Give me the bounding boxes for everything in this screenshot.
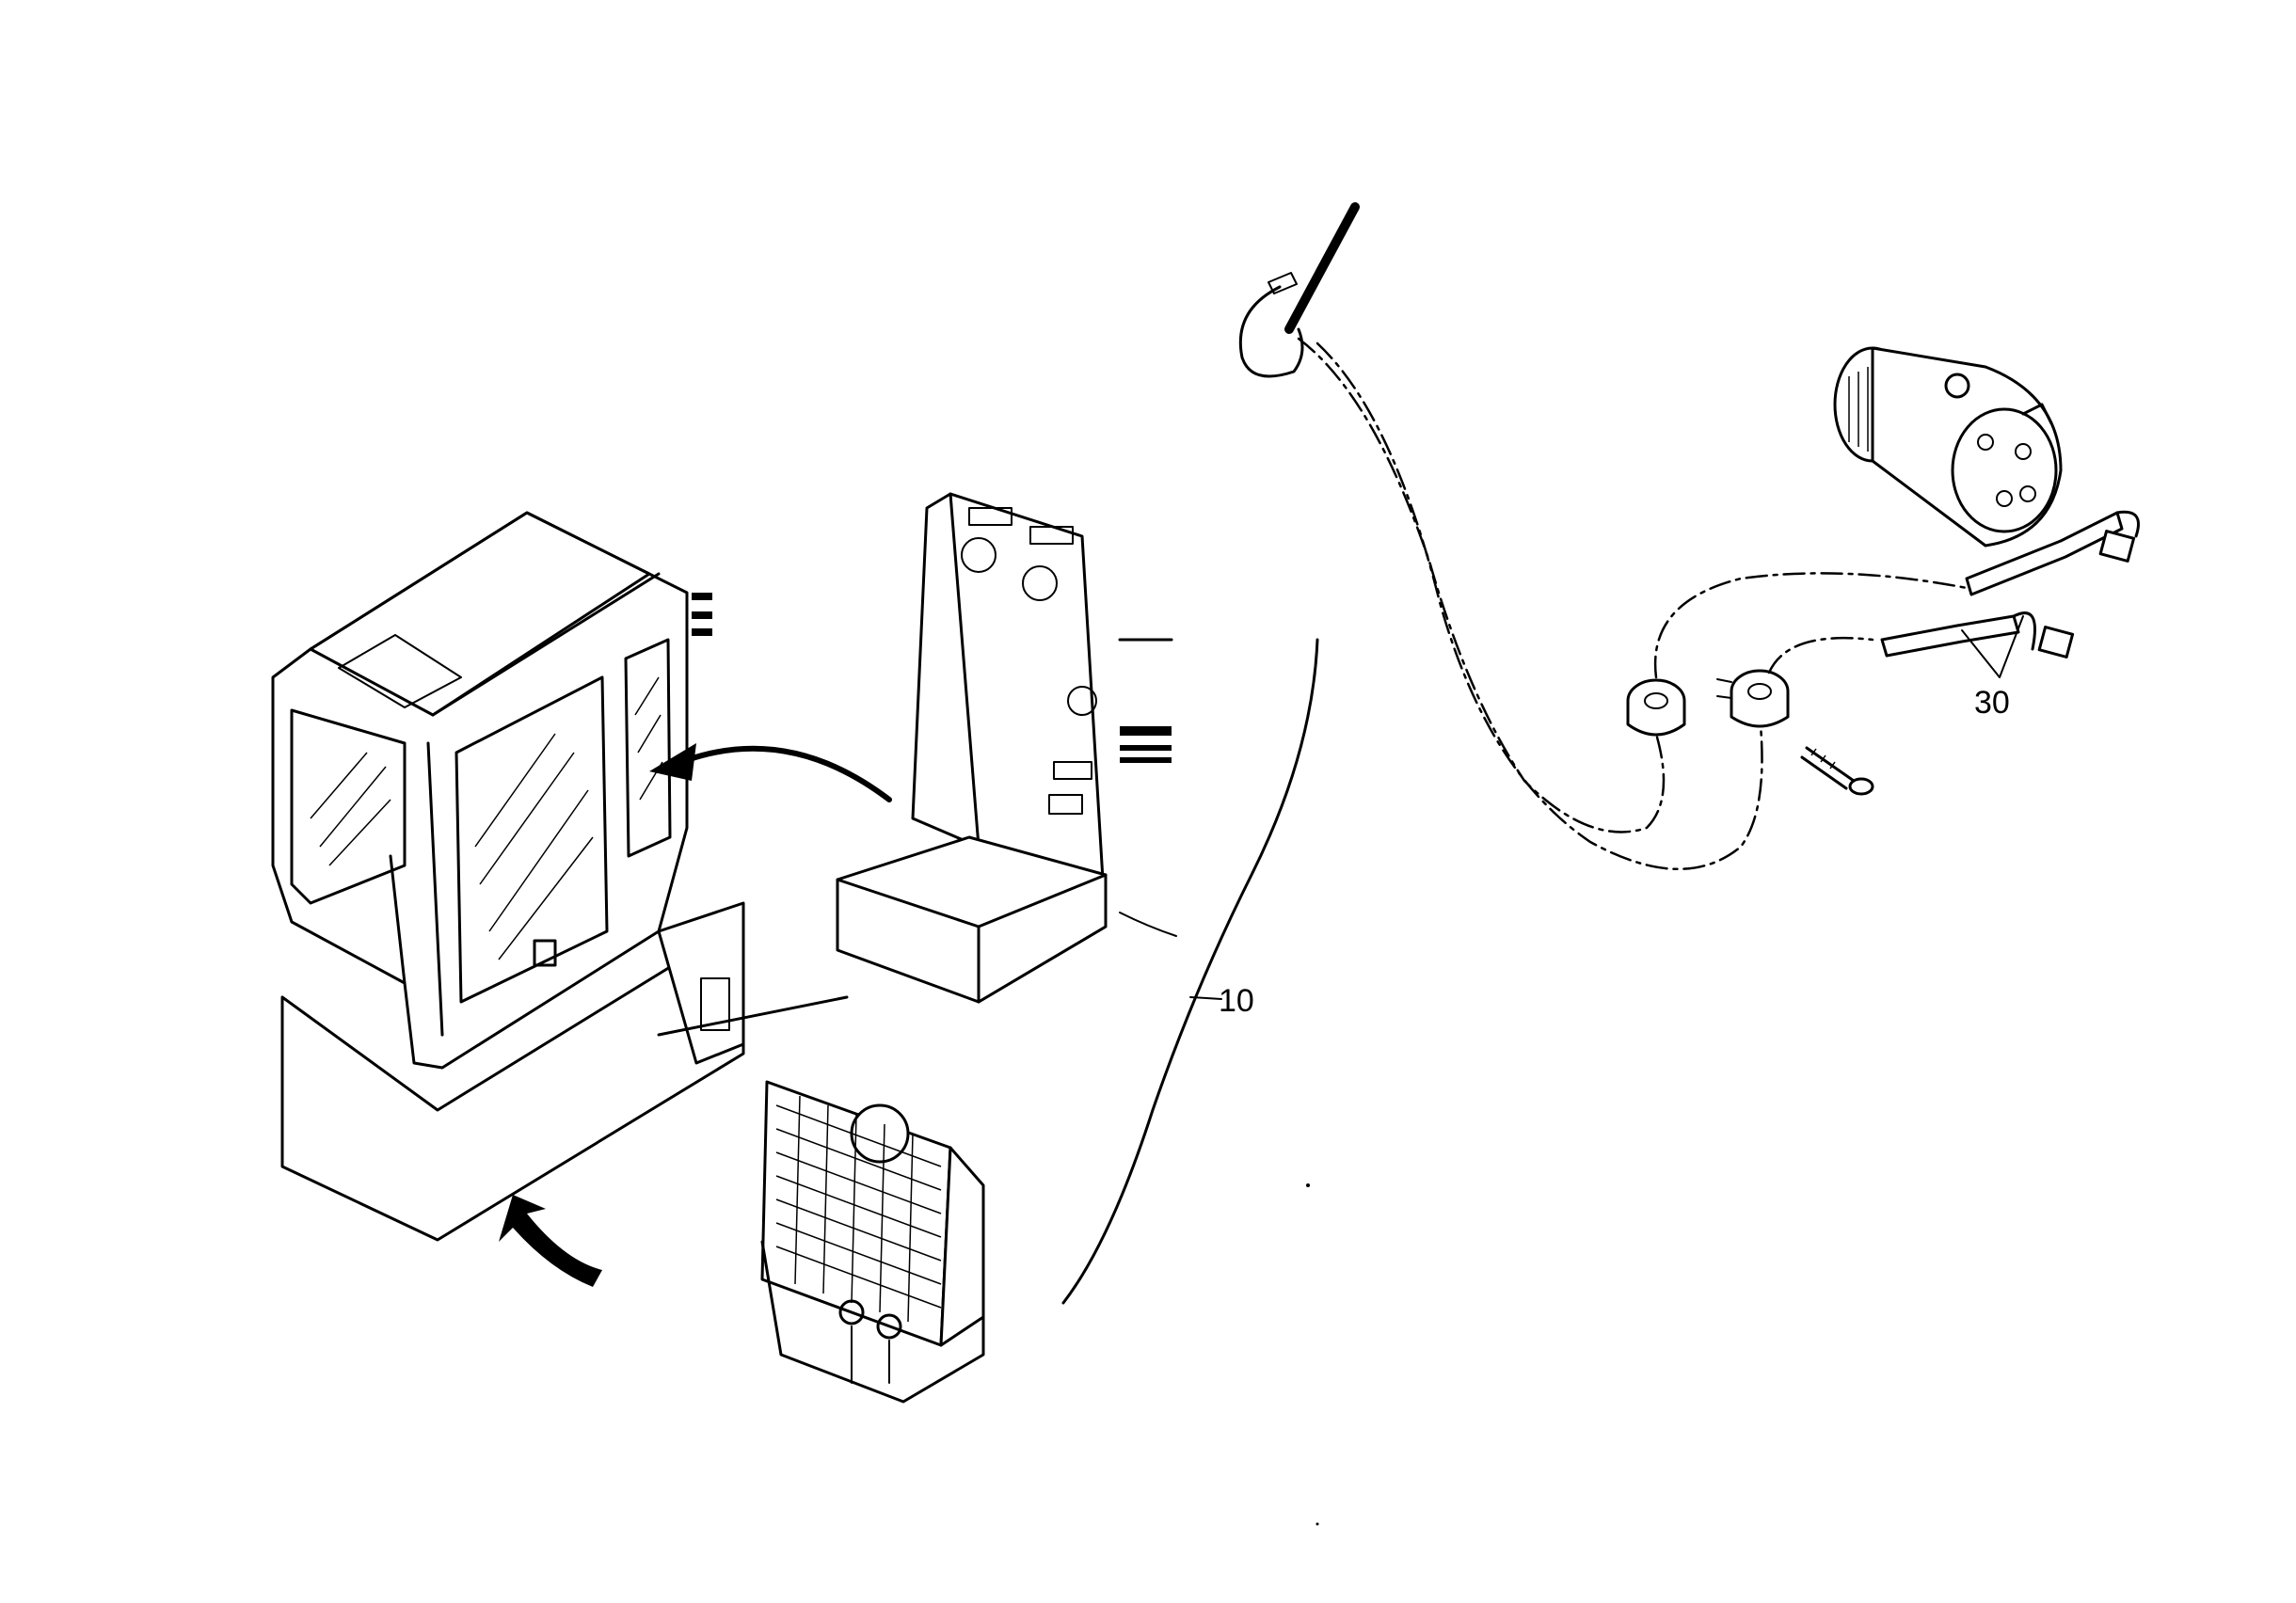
install-arrow-line (684, 745, 892, 802)
cab-side-window (624, 638, 672, 858)
bolt-icon (1800, 746, 1874, 796)
cab-assembly (271, 511, 849, 1242)
callout-10: 10 (1219, 983, 1254, 1019)
cab-window-front (290, 708, 407, 905)
cable-tie (1238, 202, 1360, 378)
compressor (1833, 346, 2063, 548)
glass-reflection (310, 676, 663, 960)
arrow-head-icon (649, 743, 696, 781)
hose-assembly-30 (1880, 510, 2140, 659)
condenser-unit (760, 1080, 985, 1404)
condenser-grille (775, 1095, 942, 1323)
routing-path-1 (1297, 337, 1666, 833)
door-lock-icon (533, 939, 557, 967)
callout-30: 30 (1974, 685, 2010, 721)
base-panel (700, 977, 730, 1031)
cab-base-box (280, 920, 745, 1242)
grommet-2 (1716, 669, 1790, 728)
hose-10-line (1061, 638, 1319, 1305)
routing-path-2 (1315, 341, 1763, 870)
roof-hatch (338, 634, 462, 708)
callout-10-leader (1189, 996, 1222, 1000)
evaporator-unit (836, 492, 1177, 1004)
callout-30-leader (1961, 615, 2024, 678)
grommet-1 (1626, 678, 1686, 737)
cab-roof (309, 511, 651, 717)
curved-arrow-icon (499, 1195, 602, 1287)
